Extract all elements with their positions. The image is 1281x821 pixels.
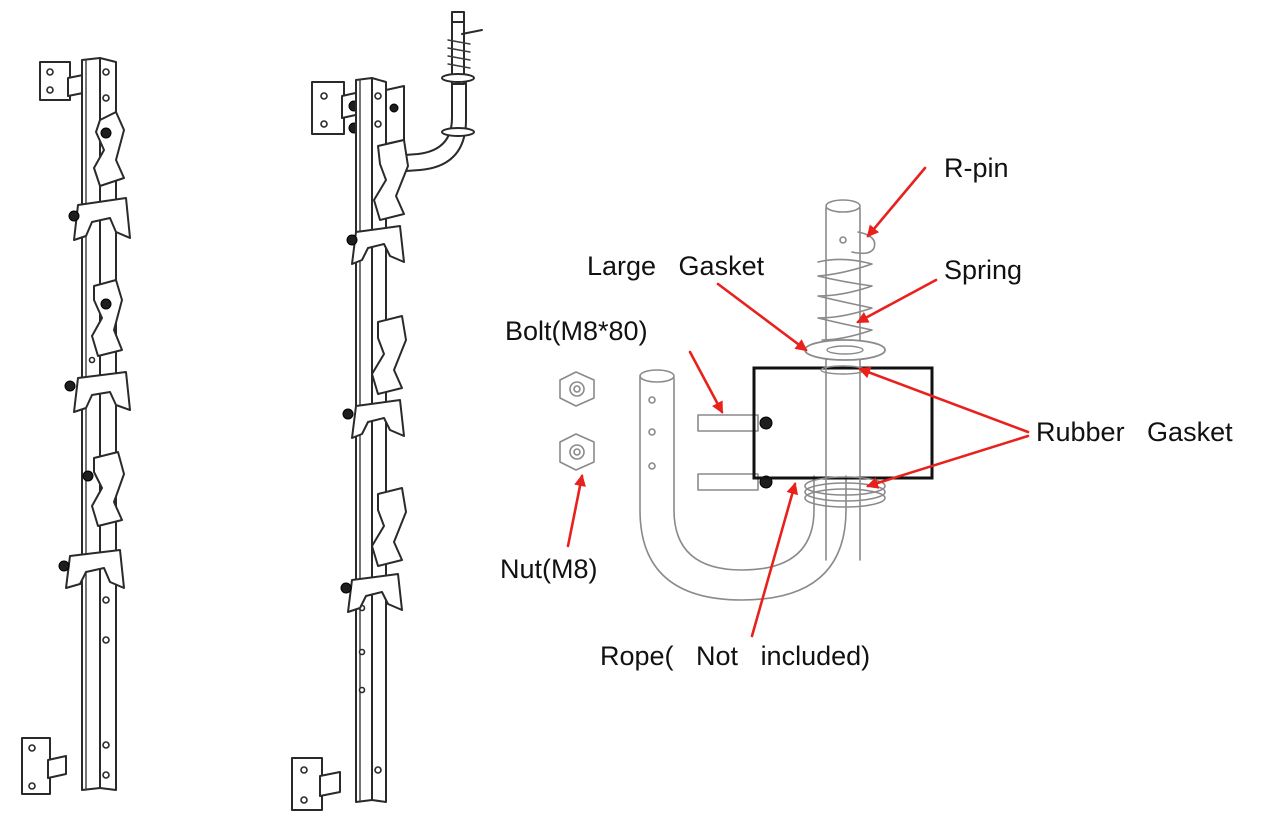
vertical-bar-left — [81, 57, 117, 791]
r-pin — [851, 231, 876, 255]
wall-bracket-top-left — [39, 61, 89, 101]
rack-left — [21, 57, 131, 795]
hook-saddle-left-6 — [58, 549, 125, 589]
rack-middle — [291, 11, 483, 811]
label-large-gasket: Large Gasket — [587, 251, 765, 281]
bolt-top — [697, 414, 773, 432]
hook-saddle-middle-5 — [371, 487, 407, 567]
label-rubber-gasket: Rubber Gasket — [1036, 417, 1233, 447]
label-bolt: Bolt(M8*80) — [505, 316, 648, 346]
hook-saddle-left-1 — [93, 111, 125, 187]
hook-saddle-left-2 — [68, 197, 131, 241]
nut-bottom — [559, 433, 595, 471]
label-rope: Rope( Not included) — [600, 641, 870, 671]
wall-bracket-bottom-middle — [291, 757, 341, 811]
hook-saddle-middle-4 — [342, 399, 405, 439]
arrow-rubber-gasket-top — [858, 366, 1030, 434]
nut-top — [559, 371, 595, 407]
arrow-rubber-gasket-bottom — [866, 434, 1030, 489]
hook-saddle-left-3 — [91, 279, 123, 357]
hook-saddle-middle-2 — [346, 225, 405, 265]
hook-saddle-middle-1 — [373, 139, 409, 221]
arrow-large-gasket — [716, 282, 808, 352]
callout-arrows — [566, 166, 1030, 638]
hook-saddle-left-4 — [64, 371, 131, 413]
arrow-spring — [856, 278, 938, 324]
u-tube — [639, 369, 847, 601]
clamp-bracket — [752, 366, 934, 480]
label-nut: Nut(M8) — [500, 554, 598, 584]
large-gasket — [804, 339, 886, 361]
bolt-bottom — [697, 473, 773, 491]
arrow-rope — [750, 482, 799, 638]
rubber-gasket-bottom — [804, 476, 886, 508]
label-spring: Spring — [944, 255, 1022, 285]
pin-tube — [825, 199, 861, 561]
pin-tube-middle — [391, 11, 483, 173]
wall-bracket-top-middle — [311, 81, 361, 135]
tube-clamp-block-middle — [385, 85, 405, 145]
arrow-nut — [566, 474, 586, 548]
detail-assembly: R-pin Large Gasket Spring Bolt(M8*80) Ru… — [500, 153, 1233, 671]
wall-bracket-bottom-left — [21, 737, 67, 795]
arrow-bolt — [688, 350, 724, 414]
label-r-pin: R-pin — [944, 153, 1009, 183]
hook-saddle-middle-6 — [340, 573, 403, 613]
hook-saddle-middle-3 — [371, 315, 407, 395]
arrow-r-pin — [866, 166, 927, 238]
spring — [817, 258, 873, 341]
hook-saddle-left-5 — [82, 451, 125, 527]
